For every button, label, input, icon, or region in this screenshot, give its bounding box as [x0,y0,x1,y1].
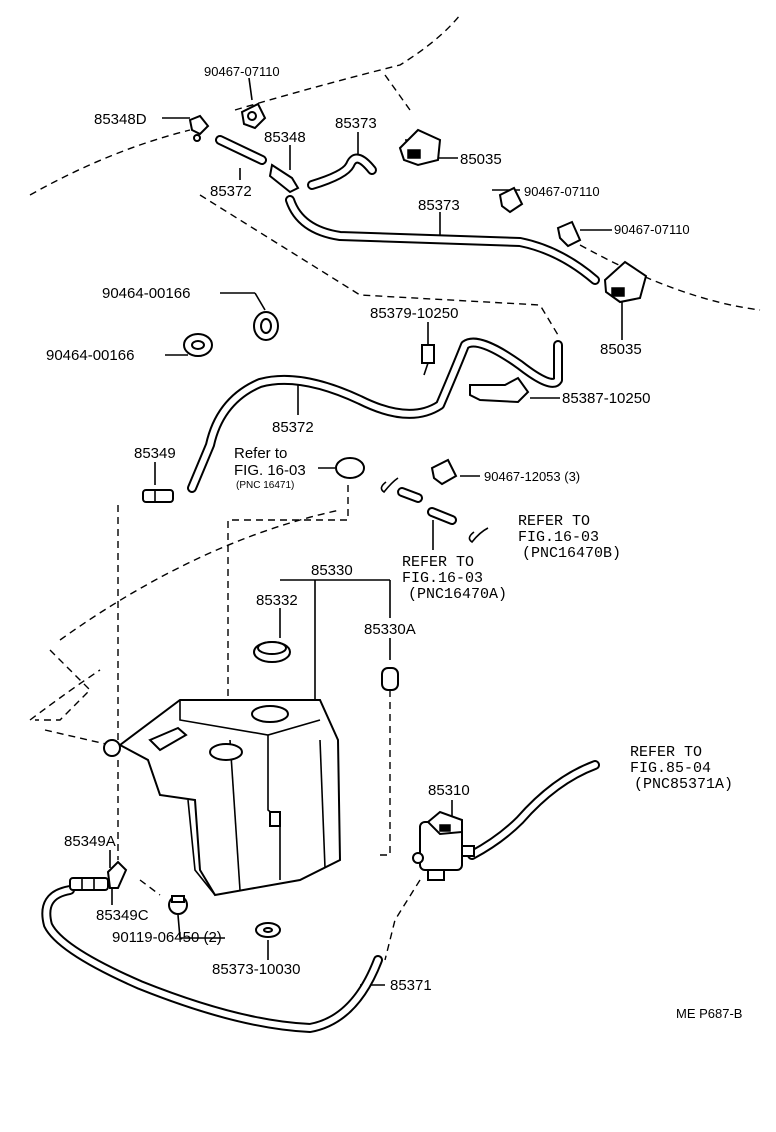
label-85349: 85349 [134,445,176,462]
label-85372-top: 85372 [210,183,252,200]
label-85348d: 85348D [94,111,147,128]
label-refer-pump-3: (PNC85371A) [634,776,733,793]
label-85371: 85371 [390,977,432,994]
label-refer-right-3: (PNC16470B) [522,545,621,562]
label-refer-right-1: REFER TO [518,513,590,530]
elbow-85349c [106,860,128,889]
footer-code: ME P687-B [676,1006,742,1021]
nozzle-top [398,128,442,167]
clip-12053 [430,458,458,486]
check-valve [421,344,435,376]
label-85349a: 85349A [64,833,116,850]
label-90464-00166-a: 90464-00166 [102,285,190,302]
cap-refer-left [335,457,365,479]
connector-85348d [188,114,210,142]
label-85035-right: 85035 [600,341,642,358]
label-85373-top: 85373 [335,115,377,132]
washer-tank [103,699,342,897]
label-85310: 85310 [428,782,470,799]
label-refer-right-2: FIG.16-03 [518,529,599,546]
label-90467-07110-right: 90467-07110 [614,222,690,237]
label-85330: 85330 [311,562,353,579]
label-refer-pump-2: FIG.85-04 [630,760,711,777]
label-85348: 85348 [264,129,306,146]
joint-85349a [69,877,109,891]
nozzle-right [603,260,648,304]
label-90464-00166-b: 90464-00166 [46,347,134,364]
washer-85373-10030 [255,922,281,938]
washer-pump [412,810,475,881]
label-85379-10250: 85379-10250 [370,305,458,322]
label-85349c: 85349C [96,907,149,924]
label-85387-10250: 85387-10250 [562,390,650,407]
body-outline-lines [29,14,761,746]
label-refer-left-1: Refer to [234,445,287,462]
label-90467-07110-top: 90467-07110 [204,64,280,79]
connector-85348 [268,163,300,194]
label-85332: 85332 [256,592,298,609]
label-refer-mid-2: FIG.16-03 [402,570,483,587]
label-refer-mid-3: (PNC16470A) [408,586,507,603]
part-labels: 90467-07110 85348D 85348 85373 85035 853… [46,64,742,1021]
label-85373-mid: 85373 [418,197,460,214]
label-refer-left-2: FIG. 16-03 [234,462,306,479]
bracket [469,376,530,404]
label-refer-left-3: (PNC 16471) [236,480,294,491]
label-85373-10030: 85373-10030 [212,961,300,978]
label-refer-pump-1: REFER TO [630,744,702,761]
grommet-85330a [381,667,399,691]
clip-part-right [556,220,582,248]
parts [69,102,648,938]
label-85372-mid: 85372 [272,419,314,436]
leader-lines [109,77,623,986]
hoses [41,135,600,1033]
label-90119-06450: 90119-06450 (2) [112,929,222,946]
connection-dashes [117,139,421,961]
label-90467-12053: 90467-12053 (3) [484,469,580,484]
grommet-a [253,311,279,341]
label-85035-top: 85035 [460,151,502,168]
label-refer-mid-1: REFER TO [402,554,474,571]
bolt [168,895,188,915]
clip-part-mid [498,186,524,214]
label-85330a: 85330A [364,621,416,638]
grommet-b [183,333,213,357]
alpha-markers [380,477,489,544]
cap-85332 [253,641,291,663]
clip-part-top [240,102,267,130]
joint-85349 [142,489,174,503]
label-90467-07110-mid: 90467-07110 [524,184,600,199]
